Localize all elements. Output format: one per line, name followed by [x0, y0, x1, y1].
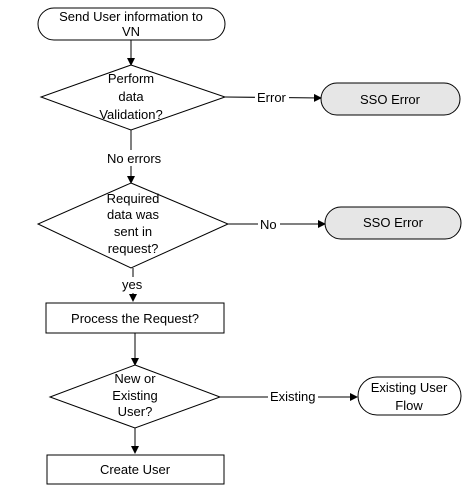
new-existing-line-1: New or	[114, 371, 156, 386]
required-line-1: Required	[107, 191, 160, 206]
process-node: Process the Request?	[45, 302, 225, 334]
edge-label-yes: yes	[122, 277, 143, 292]
start-node-line-2: VN	[122, 24, 140, 39]
required-line-4: request?	[108, 241, 159, 256]
existing-flow-node: Existing User Flow	[357, 376, 462, 416]
new-existing-decision: New or Existing User?	[48, 364, 222, 429]
required-line-3: sent in	[114, 224, 152, 239]
process-box	[45, 302, 225, 334]
process-label: Process the Request?	[71, 311, 199, 326]
sso-error-label-2: SSO Error	[363, 215, 424, 230]
create-user-node: Create User	[46, 454, 225, 485]
create-user-label: Create User	[100, 462, 171, 477]
edge-label-existing: Existing	[270, 389, 316, 404]
new-existing-line-3: User?	[118, 404, 153, 419]
sso-error-node-1: SSO Error	[320, 82, 461, 116]
existing-flow-line-1: Existing User	[371, 380, 448, 395]
edge-label-error: Error	[257, 90, 287, 105]
edge-label-no: No	[260, 217, 277, 232]
new-existing-line-2: Existing	[112, 388, 158, 403]
sso-error-terminator-2	[324, 206, 462, 240]
start-node: Send User information to VN	[37, 7, 226, 41]
existing-flow-line-2: Flow	[395, 398, 423, 413]
sso-error-label-1: SSO Error	[360, 92, 421, 107]
validate-decision: Perform data Validation?	[39, 64, 227, 131]
validate-line-2: data	[118, 89, 144, 104]
start-terminator	[37, 7, 226, 41]
sso-error-terminator-1	[320, 82, 461, 116]
required-diamond	[36, 182, 230, 269]
create-user-box	[46, 454, 225, 485]
existing-flow-terminator	[357, 376, 462, 416]
sso-error-node-2: SSO Error	[324, 206, 462, 240]
required-line-2: data was	[107, 207, 160, 222]
validate-diamond	[39, 64, 227, 131]
edge-label-no-errors: No errors	[107, 151, 162, 166]
required-decision: Required data was sent in request?	[36, 182, 230, 269]
edge-labels: Error No errors No yes Existing	[105, 90, 318, 405]
validate-line-1: Perform	[108, 71, 154, 86]
validate-line-3: Validation?	[99, 107, 162, 122]
new-existing-diamond	[48, 364, 222, 429]
start-node-line-1: Send User information to	[59, 9, 203, 24]
